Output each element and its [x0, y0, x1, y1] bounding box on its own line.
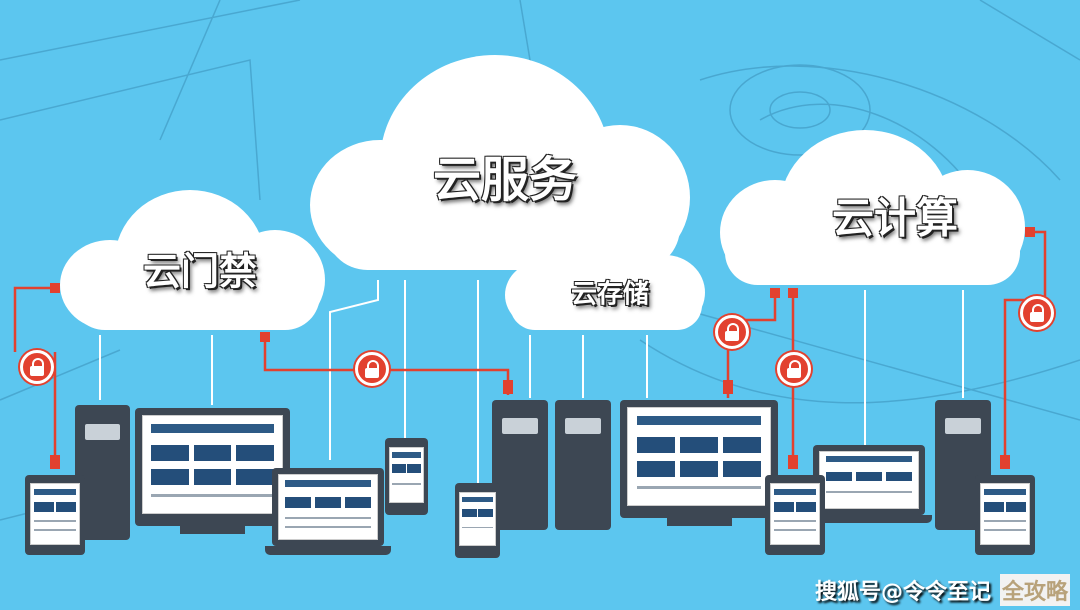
watermark-overlay: 全攻略: [1000, 574, 1071, 606]
lock-icon: [777, 352, 811, 386]
cloud-label: 云服务: [432, 152, 578, 208]
lock-icon: [355, 352, 389, 386]
server-icon: [492, 400, 548, 530]
phone-icon: [385, 438, 428, 515]
laptop-icon: [272, 468, 384, 546]
watermark-source: 搜狐号@令令至记: [815, 580, 992, 605]
cloud-access-control: 云门禁: [60, 180, 325, 330]
cloud-storage: 云存储: [505, 215, 705, 330]
tablet-icon: [975, 475, 1035, 555]
monitor-icon: [620, 400, 778, 518]
laptop-icon: [813, 445, 925, 515]
lock-icon: [20, 350, 54, 384]
lock-icon: [715, 315, 749, 349]
cloud-computing: 云计算: [720, 130, 1025, 285]
white-connection-lines: [99, 280, 964, 485]
cloud-label: 云存储: [570, 279, 650, 310]
cloud-label: 云门禁: [142, 249, 258, 294]
monitor-icon: [135, 408, 290, 526]
tablet-icon: [25, 475, 85, 555]
cloud-label: 云计算: [831, 193, 959, 243]
tablet-icon: [765, 475, 825, 555]
server-icon: [555, 400, 611, 530]
lock-icon: [1020, 296, 1054, 330]
phone-icon: [455, 483, 500, 558]
